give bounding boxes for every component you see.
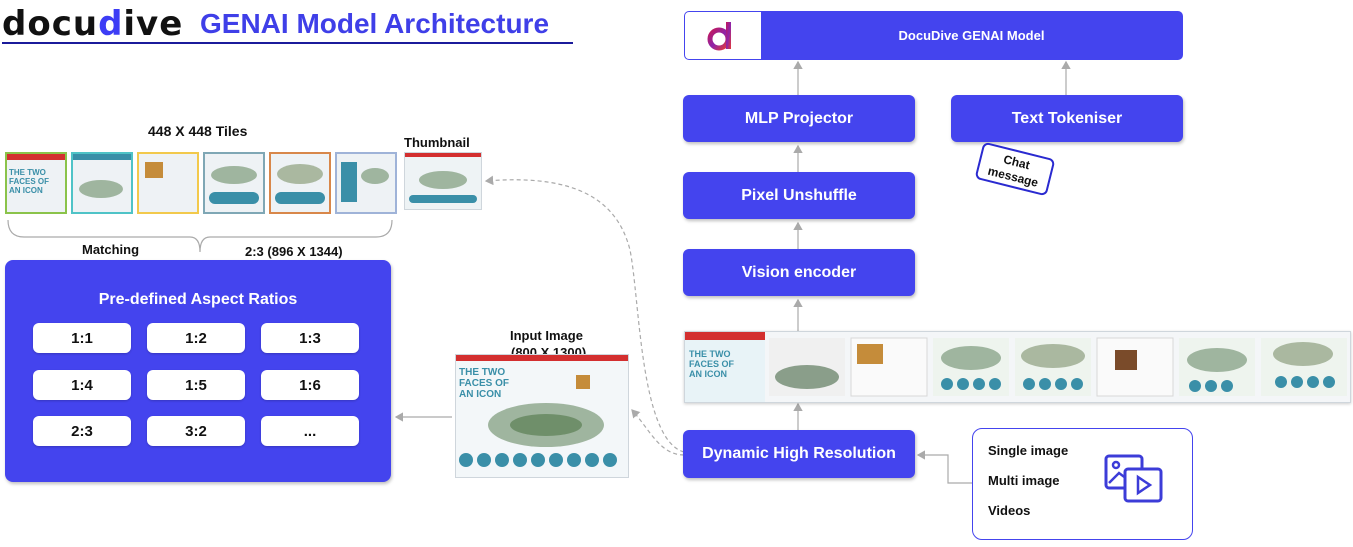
- tile-4: [203, 152, 265, 214]
- dashed-dhr-to-thumbnail: [484, 175, 685, 453]
- media-gallery-icon: [1104, 454, 1163, 503]
- tile-strip: THE TWO FACES OF AN ICON: [684, 331, 1351, 403]
- tile-3: [137, 152, 199, 214]
- ratio-1-1: 1:1: [33, 323, 131, 353]
- text-tokeniser-node: Text Tokeniser: [951, 95, 1183, 142]
- source-item-single-image: Single image: [988, 443, 1069, 458]
- source-item-videos: Videos: [988, 503, 1031, 518]
- tile-2: [71, 152, 133, 214]
- ratio-3-2: 3:2: [147, 416, 245, 446]
- ratio-1-3: 1:3: [261, 323, 359, 353]
- model-label: DocuDive GENAI Model: [898, 28, 1045, 43]
- svg-text:THE TWO: THE TWO: [689, 349, 731, 359]
- model-logo: [685, 12, 761, 59]
- ratio-1-4: 1:4: [33, 370, 131, 400]
- docudive-model-block: DocuDive GENAI Model: [684, 11, 1183, 60]
- vision-encoder-node: Vision encoder: [683, 249, 915, 296]
- aspect-ratios-title: Pre-defined Aspect Ratios: [98, 291, 298, 308]
- input-headline-1: THE TWO: [459, 367, 505, 378]
- docudive-logo: docudive: [2, 4, 184, 44]
- tiles-title: 448 X 448 Tiles: [148, 123, 248, 139]
- ratio-1-6: 1:6: [261, 370, 359, 400]
- page-title: GENAI Model Architecture: [200, 8, 550, 39]
- svg-text:FACES OF: FACES OF: [689, 359, 735, 369]
- source-item-multi-image: Multi image: [988, 473, 1060, 488]
- tile-6: [335, 152, 397, 214]
- title-underline: [2, 42, 573, 44]
- thumbnail-label: Thumbnail: [404, 135, 470, 150]
- arrow-source-to-dhr: [916, 450, 972, 484]
- input-image: THE TWO FACES OF AN ICON: [455, 354, 629, 478]
- input-headline-2: FACES OF: [459, 378, 509, 389]
- tiles-brace: [7, 219, 393, 253]
- dashed-dhr-to-input: [631, 409, 685, 456]
- input-sources-box: Single image Multi image Videos: [972, 428, 1193, 540]
- dynamic-high-resolution-node: Dynamic High Resolution: [683, 430, 915, 478]
- input-image-label-line1: Input Image: [510, 328, 583, 343]
- tile-5: [269, 152, 331, 214]
- input-headline-3: AN ICON: [459, 389, 501, 400]
- ratio-1-2: 1:2: [147, 323, 245, 353]
- svg-text:AN ICON: AN ICON: [689, 369, 727, 379]
- tile-strip-art: THE TWO FACES OF AN ICON: [685, 332, 1347, 402]
- aspect-ratios-panel: Pre-defined Aspect Ratios 1:1 1:2 1:3 1:…: [5, 260, 391, 482]
- matched-ratio-label: 2:3 (896 X 1344): [245, 244, 343, 259]
- matching-label: Matching: [82, 242, 140, 257]
- thumbnail-image: [404, 152, 482, 210]
- ratio-more: ...: [261, 416, 359, 446]
- pixel-unshuffle-node: Pixel Unshuffle: [683, 172, 915, 219]
- docudive-logo-icon: [707, 21, 731, 50]
- ratio-2-3: 2:3: [33, 416, 131, 446]
- ratio-1-5: 1:5: [147, 370, 245, 400]
- mlp-projector-node: MLP Projector: [683, 95, 915, 142]
- input-image-art: THE TWO FACES OF AN ICON: [456, 355, 628, 467]
